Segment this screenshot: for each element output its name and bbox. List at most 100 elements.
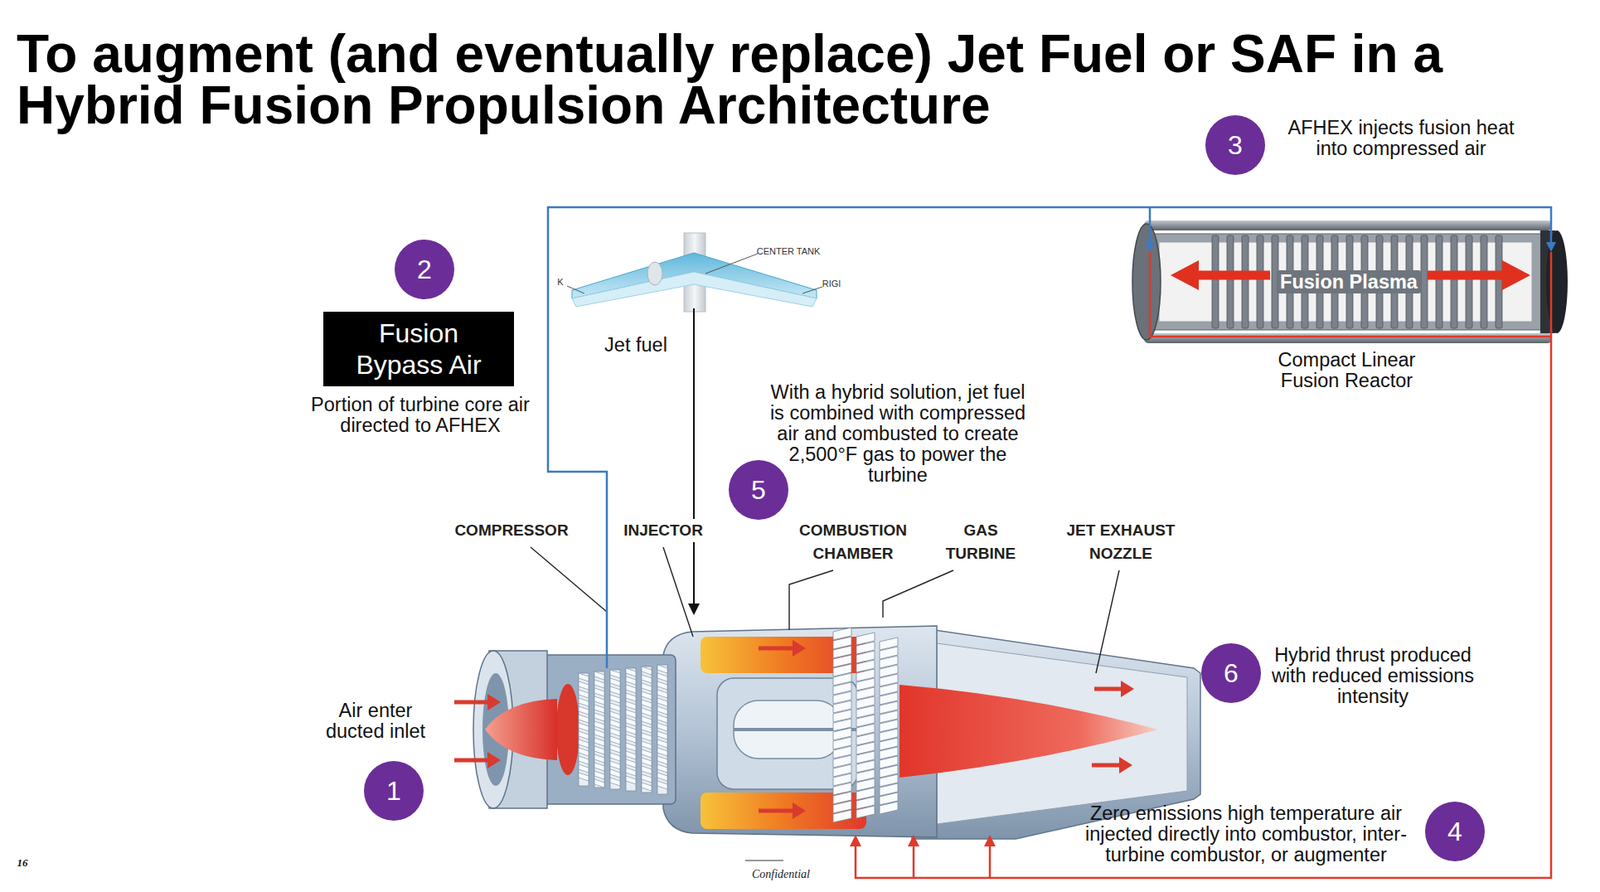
compressor-blade	[594, 746, 605, 755]
compressor-blade	[578, 739, 589, 748]
tank-label: CENTER TANK	[756, 246, 821, 257]
compressor-blade	[625, 751, 636, 760]
footer-rule	[745, 860, 784, 862]
compressor-blade	[625, 717, 636, 727]
callout-number: 3	[1227, 130, 1243, 160]
compressor-blade	[578, 756, 589, 765]
compressor-blade	[610, 711, 621, 720]
part-name: COMPRESSOR	[451, 518, 571, 543]
callout-number: 2	[416, 254, 432, 285]
compressor-blade	[594, 779, 605, 788]
compressor-blade	[625, 709, 636, 718]
compressor-blade	[641, 716, 652, 725]
arrow-head	[1170, 260, 1199, 291]
coil-ring	[1465, 235, 1473, 329]
fuel-feed	[688, 308, 700, 616]
reactor-body	[1144, 233, 1552, 330]
compressor-blade	[610, 694, 621, 704]
compressor-blade	[641, 757, 652, 767]
compressor-blade	[610, 686, 621, 695]
leader-line	[1095, 570, 1120, 674]
nose-cone	[484, 698, 558, 761]
compressor-blade	[625, 676, 636, 685]
compressor-blade	[641, 724, 652, 733]
arrow-head	[1144, 242, 1155, 253]
compressor-blade	[625, 701, 636, 710]
compressor-blade	[657, 747, 668, 757]
leader-line	[802, 286, 823, 294]
coil-ring	[1212, 235, 1219, 329]
combustion-flame	[700, 792, 867, 830]
arrow-head	[688, 603, 700, 616]
compressor-blade	[594, 754, 605, 763]
compressor-blade	[578, 689, 589, 699]
engine-casing	[663, 625, 937, 838]
bypass-air-line	[547, 207, 1552, 669]
engine-pod	[647, 261, 663, 286]
compressor-blade	[641, 732, 652, 742]
compressor-stage	[657, 664, 668, 795]
compressor-blade	[610, 719, 621, 728]
compressor-blade	[594, 762, 605, 771]
bypass-air-line	[1149, 207, 1152, 243]
coil-ring	[1256, 235, 1264, 329]
compressor-stage	[641, 666, 652, 793]
compressor-blade	[657, 722, 668, 732]
compressor-blade	[641, 707, 652, 717]
plasma-label: Fusion Plasma	[1276, 270, 1421, 294]
turbine-blade	[833, 809, 852, 823]
arrow-head	[1120, 680, 1135, 698]
callout-circle: 5	[728, 460, 789, 520]
reactor-rod	[1144, 220, 1552, 231]
compressor-blade	[657, 739, 668, 748]
callout-number: 5	[751, 475, 767, 505]
label-box: Fusion Bypass Air	[323, 311, 514, 387]
callout-circle: 2	[394, 239, 455, 300]
compressor-blade	[657, 706, 668, 715]
compressor-blade	[594, 712, 605, 722]
callout-circle: 6	[1201, 643, 1261, 704]
compressor-blade	[594, 770, 605, 780]
compressor-blades	[578, 664, 668, 795]
fuel-label: Jet fuel	[604, 334, 668, 356]
compressor-blade	[610, 727, 621, 737]
arrow-head	[1546, 242, 1557, 253]
compressor-blade	[594, 704, 605, 713]
arrow-head	[792, 802, 806, 820]
compressor-blade	[641, 674, 652, 684]
compressor-blade	[625, 759, 636, 768]
leader-line	[789, 570, 834, 631]
compressor-blade	[610, 761, 621, 770]
hot-air-line	[912, 845, 916, 878]
compressor-blade	[610, 669, 621, 679]
arrow-head	[792, 640, 806, 657]
part-name: INJECTOR	[620, 518, 706, 543]
callout-note: Hybrid thrust produced with reduced emis…	[1263, 644, 1484, 708]
compressor-blade	[641, 782, 652, 791]
compressor-blade	[625, 726, 636, 735]
compressor-blade	[625, 668, 636, 677]
compressor-blade	[578, 772, 589, 781]
compressor-blade	[641, 774, 652, 783]
flow-arrow	[1094, 687, 1123, 692]
arrow-head	[1502, 260, 1531, 291]
compressor-blade	[641, 741, 652, 750]
compressor-blade	[594, 729, 605, 738]
compressor-stage	[625, 668, 636, 791]
flow-arrow	[454, 700, 490, 705]
compressor-blade	[578, 698, 589, 707]
callout-note: Zero emissions high temperature air inje…	[1071, 803, 1421, 866]
fuel-line	[693, 308, 695, 606]
box-heading: Fusion Bypass Air	[344, 317, 494, 381]
jet-engine	[454, 625, 1201, 839]
callout-number: 1	[386, 775, 402, 806]
compressor-blade	[594, 721, 605, 730]
compressor-blade	[641, 691, 652, 700]
compressor-blade	[578, 747, 589, 757]
compressor-blade	[610, 678, 621, 687]
compressor-blade	[657, 756, 668, 765]
compressor-stage	[610, 669, 621, 790]
compressor-blade	[594, 679, 605, 689]
flow-arrow	[1091, 763, 1121, 768]
